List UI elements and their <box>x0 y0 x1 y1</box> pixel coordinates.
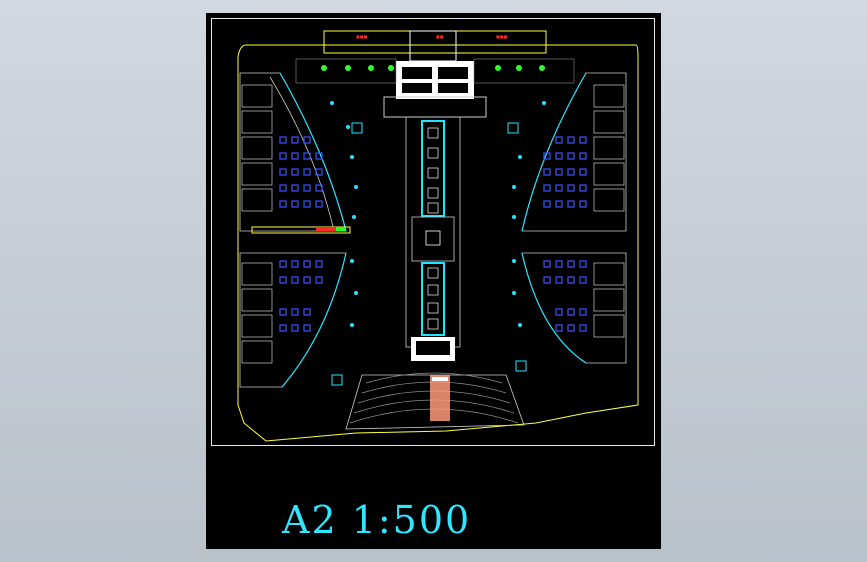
svg-text:■■■: ■■■ <box>356 34 368 39</box>
left-side-rooms <box>241 84 273 364</box>
axis-squares <box>427 127 439 330</box>
drawing-sheet: ■■■ ■■ ■■■ <box>206 13 661 549</box>
top-building: ■■■ ■■ ■■■ <box>323 30 547 118</box>
site-plan-drawing: ■■■ ■■ ■■■ <box>237 30 639 442</box>
scale-label: A2 1:500 <box>282 498 472 542</box>
svg-text:■■■: ■■■ <box>496 34 508 39</box>
blue-grid-right-lower <box>543 260 587 332</box>
site-boundary <box>237 44 639 442</box>
annotation-boxes <box>331 122 527 386</box>
drawing-frame <box>211 18 655 446</box>
svg-text:■■: ■■ <box>436 34 444 39</box>
right-side-rooms <box>593 84 625 338</box>
amphitheater <box>345 372 525 430</box>
cross-corridor-left <box>251 226 351 234</box>
blue-grid-right-upper <box>543 136 587 208</box>
central-axis <box>405 116 461 361</box>
left-lower-block <box>239 252 347 388</box>
annotation-markers <box>330 101 546 327</box>
blue-grid-left-upper <box>279 136 323 208</box>
blue-grid-left-lower <box>279 260 323 332</box>
right-lower-block <box>521 252 627 364</box>
tree-symbol-row <box>321 65 545 71</box>
